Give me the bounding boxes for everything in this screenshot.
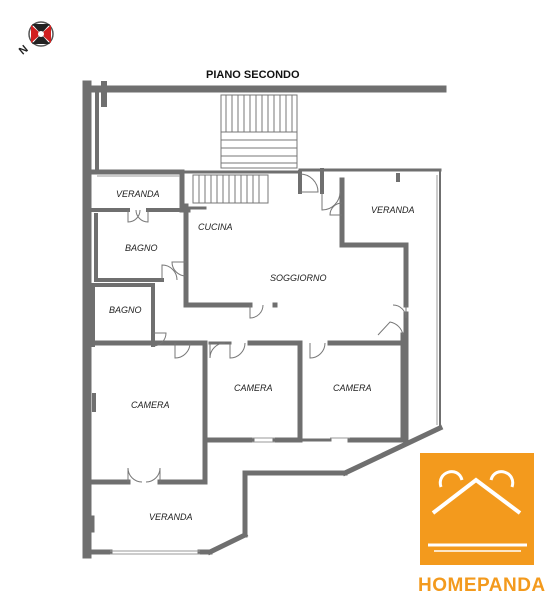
room-label-bagno-upper: BAGNO: [125, 243, 158, 253]
compass-letter: N: [17, 43, 31, 57]
windows: [97, 175, 438, 555]
walls: [82, 80, 447, 559]
homepanda-logo: [420, 453, 534, 565]
room-label-veranda-top-right: VERANDA: [371, 205, 415, 215]
room-label-camera-right: CAMERA: [333, 383, 372, 393]
staircase: [192, 94, 298, 204]
room-label-cucina: CUCINA: [198, 222, 233, 232]
door-swings: [127, 173, 407, 483]
room-label-veranda-top-left: VERANDA: [116, 189, 160, 199]
plan-title: PIANO SECONDO: [206, 69, 300, 81]
compass-icon: [28, 21, 54, 47]
brand-name: HOMEPANDA: [418, 575, 546, 596]
room-label-veranda-bottom: VERANDA: [149, 512, 193, 522]
room-label-bagno-lower: BAGNO: [109, 305, 142, 315]
room-label-camera-middle: CAMERA: [234, 383, 273, 393]
room-label-soggiorno: SOGGIORNO: [270, 273, 327, 283]
room-label-camera-left: CAMERA: [131, 400, 170, 410]
